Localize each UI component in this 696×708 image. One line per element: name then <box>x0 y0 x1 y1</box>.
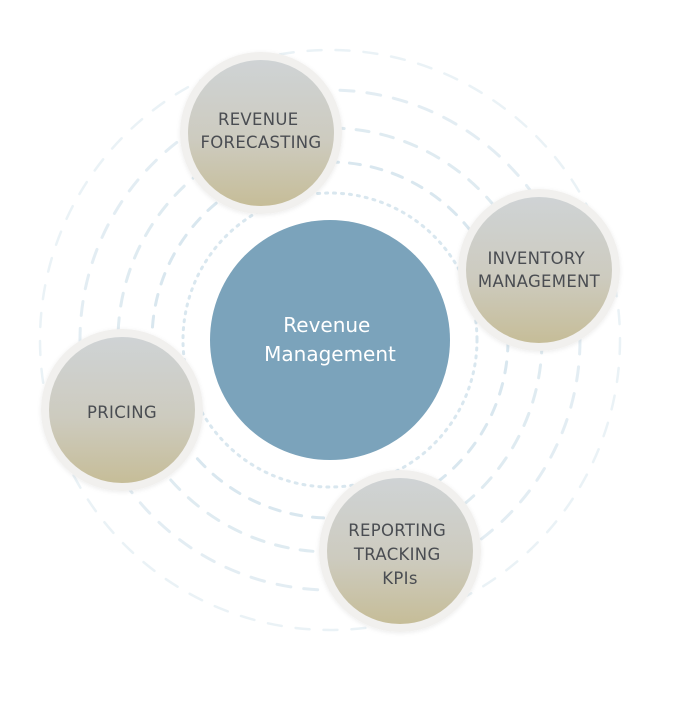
node-reporting-tracking-kpis-circle <box>327 478 473 624</box>
node-inventory-management-label: INVENTORY MANAGEMENT <box>478 249 601 291</box>
center-line-2: Management <box>264 342 396 366</box>
node-revenue-forecasting-circle <box>188 60 334 206</box>
node-reporting-tracking-kpis-label: REPORTING TRACKING KPIs <box>348 521 451 588</box>
node-reporting-tracking-kpis: REPORTING TRACKING KPIs <box>319 470 481 632</box>
center-circle <box>210 220 450 460</box>
node-pricing-label: PRICING <box>87 403 157 422</box>
center-node: Revenue Management <box>210 220 450 460</box>
ring-outer <box>38 48 622 632</box>
node-pricing-circle <box>49 337 195 483</box>
node-inventory-management-circle <box>466 197 612 343</box>
ring-inner-dotted <box>181 191 479 489</box>
node-pricing: PRICING <box>41 329 203 491</box>
node-revenue-forecasting-label: REVENUE FORECASTING <box>200 110 321 152</box>
node-revenue-forecasting: REVENUE FORECASTING <box>180 52 342 214</box>
center-title: Revenue Management <box>264 313 396 366</box>
node-inventory-management: INVENTORY MANAGEMENT <box>458 189 620 351</box>
center-line-1: Revenue <box>283 313 370 337</box>
